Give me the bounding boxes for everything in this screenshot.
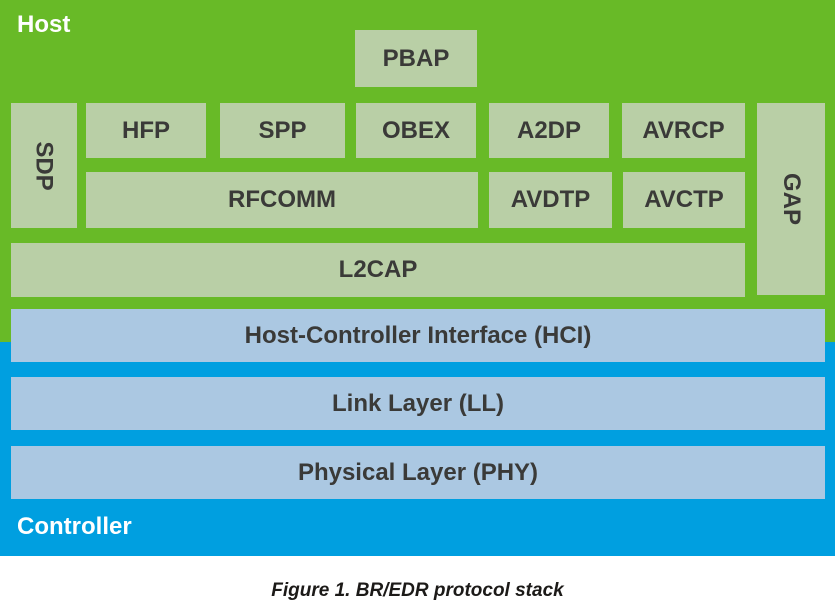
box-hfp-label: HFP xyxy=(122,116,170,144)
box-avdtp: AVDTP xyxy=(489,172,612,228)
box-hci-label: Host-Controller Interface (HCI) xyxy=(244,321,592,349)
host-region-label: Host xyxy=(17,11,71,38)
box-avrcp: AVRCP xyxy=(622,103,745,158)
box-obex: OBEX xyxy=(356,103,476,158)
box-gap: GAP xyxy=(757,103,825,295)
box-avctp-label: AVCTP xyxy=(644,186,724,213)
box-spp-label: SPP xyxy=(258,116,307,144)
box-l2cap-label: L2CAP xyxy=(338,256,418,283)
box-link-layer: Link Layer (LL) xyxy=(11,377,825,430)
box-pbap: PBAP xyxy=(355,30,477,87)
box-link-layer-label: Link Layer (LL) xyxy=(331,389,505,417)
box-a2dp: A2DP xyxy=(489,103,609,158)
box-avdtp-label: AVDTP xyxy=(510,186,591,213)
box-pbap-label: PBAP xyxy=(382,44,450,72)
box-avctp: AVCTP xyxy=(623,172,745,228)
box-gap-label: GAP xyxy=(777,172,805,226)
box-obex-label: OBEX xyxy=(381,116,450,144)
box-physical-layer-label: Physical Layer (PHY) xyxy=(297,458,539,486)
box-avrcp-label: AVRCP xyxy=(642,116,725,144)
box-sdp: SDP xyxy=(11,103,77,228)
box-physical-layer: Physical Layer (PHY) xyxy=(11,446,825,499)
box-l2cap: L2CAP xyxy=(11,243,745,297)
box-hfp: HFP xyxy=(86,103,206,158)
box-hci: Host-Controller Interface (HCI) xyxy=(11,309,825,362)
figure-caption: Figure 1. BR/EDR protocol stack xyxy=(271,580,564,601)
box-rfcomm-label: RFCOMM xyxy=(228,186,336,213)
box-sdp-label: SDP xyxy=(30,140,58,191)
box-spp: SPP xyxy=(220,103,345,158)
controller-region-label: Controller xyxy=(17,513,132,540)
box-rfcomm: RFCOMM xyxy=(86,172,478,228)
box-a2dp-label: A2DP xyxy=(516,116,582,144)
